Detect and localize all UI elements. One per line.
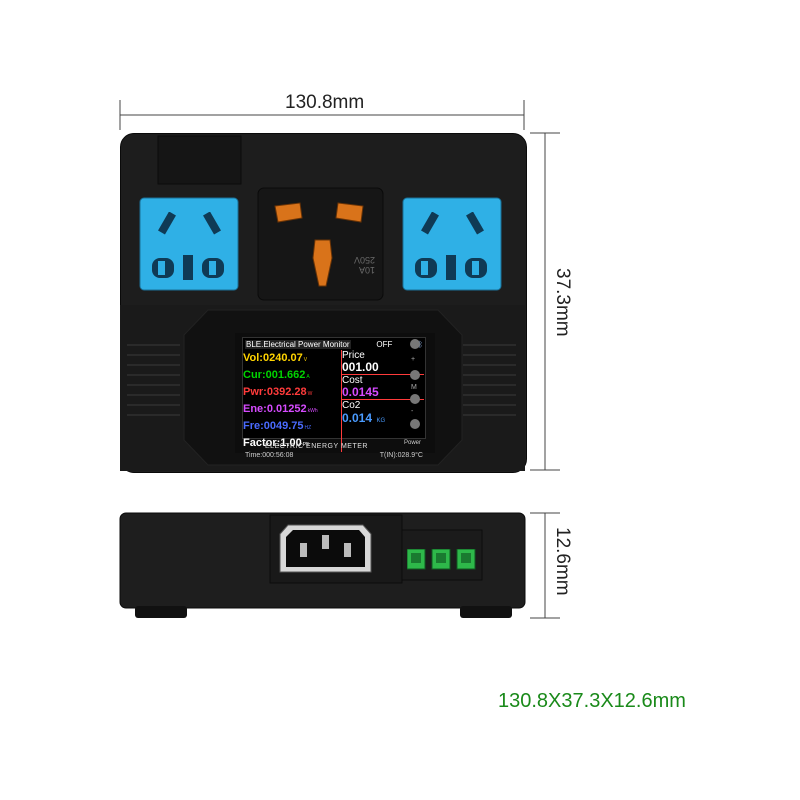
meter-header: BLE.Electrical Power Monitor [245,339,351,349]
m-button[interactable] [410,394,420,404]
reading-unit: V [303,357,308,363]
reading-value: 0.01252 [266,403,307,415]
reading-value: 0049.75 [263,420,304,432]
temperature-readout: T(IN):028.9°C [379,452,423,459]
meter-brand-label: ELECTRIC ENERGY METER [265,443,368,450]
depth-dimension-label: 12.6mm [552,527,573,596]
left-socket-pin-diagonal-right-icon [200,211,225,237]
m-button-label: M [411,384,417,391]
meter-status: OFF [376,339,393,349]
meter-button-column: + M - [408,339,422,439]
height-dimension-label: 37.3mm [552,268,573,337]
universal-socket-contacts-icon [270,198,380,298]
reading-row: Cur:001.662A [243,367,341,384]
time-readout: Time:000:56:08 [245,452,294,459]
right-socket-pin-diagonal-right-icon [463,211,488,237]
co2-label: Co2 [342,400,361,411]
bluetooth-icon: ᛒ [418,339,423,349]
reading-unit: HZ [304,425,312,431]
reading-unit: kWh [307,408,318,414]
cost-label: Cost [342,375,363,386]
reading-unit: W [307,391,313,397]
reading-label: Cur: [243,369,266,381]
reading-row: Fre:0049.75HZ [243,418,341,435]
price-value: 001.00 [342,361,424,375]
reading-value: 0392.28 [266,386,307,398]
terminal-block-connectors [406,548,477,571]
plus-button-label: + [411,356,416,363]
reading-row: Pwr:0392.28W [243,384,341,401]
reading-unit: PF [302,442,310,448]
reading-row: Factor:1.00PF [243,435,341,452]
right-socket-pin-diagonal-left-icon [418,211,443,237]
reading-row: Ene:0.01252kWh [243,401,341,418]
reading-unit: A [306,374,310,380]
co2-value: 0.014 [342,411,373,425]
reading-label: Fre: [243,420,264,432]
dimension-summary: 130.8X37.3X12.6mm [498,690,686,712]
width-dimension-label: 130.8mm [285,92,365,113]
price-label: Price [342,350,365,361]
co2-unit: KG [376,418,386,424]
socket-rating-label: 10A 250V [353,255,375,275]
minus-button[interactable] [410,419,420,429]
left-socket-pins-icon [152,255,227,280]
reading-row: Vol:0240.07V [243,350,341,367]
meter-button-top[interactable] [410,339,420,349]
reading-value: 001.662 [265,369,306,381]
left-socket-pin-diagonal-left-icon [155,211,180,237]
reading-label: Factor: [243,437,281,449]
reading-label: Pwr: [243,386,267,398]
plus-button[interactable] [410,370,420,380]
right-socket-pins-icon [415,255,490,280]
cost-value: 0.0145 [342,386,424,400]
power-label: Power [404,440,422,446]
reading-label: Ene: [243,403,267,415]
meter-display: BLE.Electrical Power Monitor OFF ᛒ Vol:0… [242,337,426,459]
reading-value: 1.00 [280,437,302,449]
reading-value: 0240.07 [262,352,303,364]
minus-button-label: - [411,408,414,415]
reading-label: Vol: [243,352,263,364]
